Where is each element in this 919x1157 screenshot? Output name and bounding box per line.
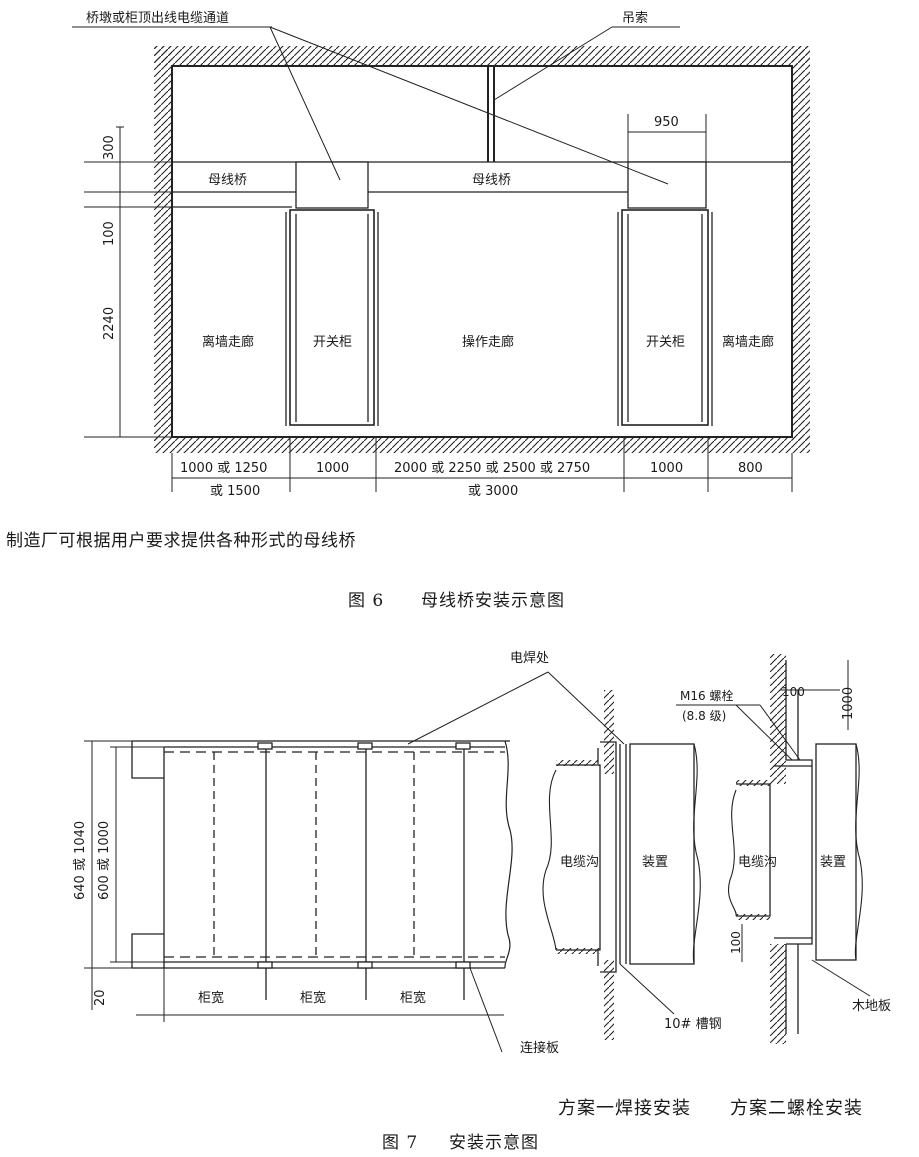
fig7-plate-label: 连接板 [520, 1040, 559, 1056]
fig6-left-cabinet [289, 209, 375, 426]
fig7-cable-trench2-label: 电缆沟 [738, 854, 777, 870]
fig7-cab-width-3: 柜宽 [400, 990, 426, 1006]
fig6-texts: 桥墩或柜顶出线电缆通道 吊索 母线桥 母线桥 离墙走廊 开关柜 操作走廊 开关柜… [86, 10, 774, 499]
fig6-channel-label: 桥墩或柜顶出线电缆通道 [86, 10, 229, 26]
fig7-scheme1-title: 方案一焊接安装 [558, 1098, 691, 1119]
fig7-device1-label: 装置 [642, 855, 668, 870]
fig7-dim-outer: 640 或 1040 [73, 821, 88, 900]
fig6-right-wall-hatch [792, 46, 810, 441]
fig6-cabinet-right-label: 开关柜 [646, 335, 685, 350]
fig7-dim-100a: 100 [782, 685, 805, 699]
fig6-dim-100: 100 [102, 221, 117, 246]
fig7-caption-title: 安装示意图 [449, 1133, 540, 1153]
fig6-dim-b1b: 或 1500 [210, 484, 260, 499]
fig6-note: 制造厂可根据用户要求提供各种形式的母线桥 [6, 531, 356, 551]
fig7-plan-view [84, 671, 625, 1053]
fig6-dim-b3a: 2000 或 2250 或 2500 或 2750 [394, 461, 590, 476]
fig7-scheme2-device [815, 743, 857, 961]
fig6-busbar-bridge [72, 26, 810, 492]
fig7-caption: 图 7 安装示意图 [382, 1128, 539, 1153]
fig6-dim-b4: 1000 [650, 461, 683, 476]
fig7-dim-100b: 100 [729, 931, 743, 954]
fig6-busbar-left-label: 母线桥 [208, 173, 247, 188]
fig6-caption-number: 图 6 [348, 591, 385, 611]
fig6-dim-950: 950 [654, 115, 679, 130]
fig6-right-cabinet [621, 209, 709, 426]
fig6-caption: 图 6 母线桥安装示意图 [348, 586, 565, 611]
fig7-scheme1-device [629, 743, 695, 965]
fig7-dim-inner: 600 或 1000 [97, 821, 112, 900]
fig7-cab-width-2: 柜宽 [300, 990, 326, 1006]
fig7-dim-1000: 1000 [841, 687, 856, 720]
fig6-right-channel [627, 161, 707, 209]
fig6-left-channel [295, 161, 369, 209]
fig6-dim-b3b: 或 3000 [468, 484, 518, 499]
fig6-wall-corridor-left-label: 离墙走廊 [202, 334, 254, 350]
fig7-floor-label: 木地板 [852, 999, 891, 1014]
fig7-weld-label: 电焊处 [510, 650, 549, 666]
fig6-cabinet-left-label: 开关柜 [313, 335, 352, 350]
fig6-dim-2240: 2240 [102, 307, 117, 340]
fig6-busbar-mid-label: 母线桥 [472, 173, 511, 188]
fig7-bolt-label-1: M16 螺栓 [680, 688, 733, 703]
fig6-dim-300: 300 [102, 135, 117, 160]
fig7-bolt-label-2: (8.8 级) [682, 709, 726, 723]
fig6-dim-b2: 1000 [316, 461, 349, 476]
fig6-hanger-label: 吊索 [622, 11, 648, 26]
fig6-ceiling-hatch [154, 46, 810, 66]
fig6-operating-corridor-label: 操作走廊 [462, 334, 514, 350]
fig7-device2-label: 装置 [820, 855, 846, 870]
fig6-dim-b5: 800 [738, 461, 763, 476]
fig7-texts: 电焊处 M16 螺栓 (8.8 级) 电缆沟 装置 电缆沟 装置 柜宽 柜宽 柜… [73, 650, 891, 1056]
fig7-scheme2 [676, 654, 871, 1044]
fig7-cable-trench1-label: 电缆沟 [560, 854, 599, 870]
fig6-floor-hatch [154, 437, 810, 453]
fig7-cab-width-1: 柜宽 [198, 990, 224, 1006]
fig6-caption-title: 母线桥安装示意图 [421, 591, 566, 611]
fig6-dim-b1a: 1000 或 1250 [180, 461, 267, 476]
fig7-scheme1 [542, 690, 701, 1040]
fig7-dim-20: 20 [93, 989, 108, 1006]
fig7-channel-steel-label: 10# 槽钢 [664, 1017, 722, 1032]
fig7-scheme2-title: 方案二螺栓安装 [730, 1098, 863, 1119]
fig6-wall-corridor-right-label: 离墙走廊 [722, 334, 774, 350]
fig7-caption-number: 图 7 [382, 1133, 419, 1153]
fig6-left-wall-hatch [154, 46, 172, 441]
